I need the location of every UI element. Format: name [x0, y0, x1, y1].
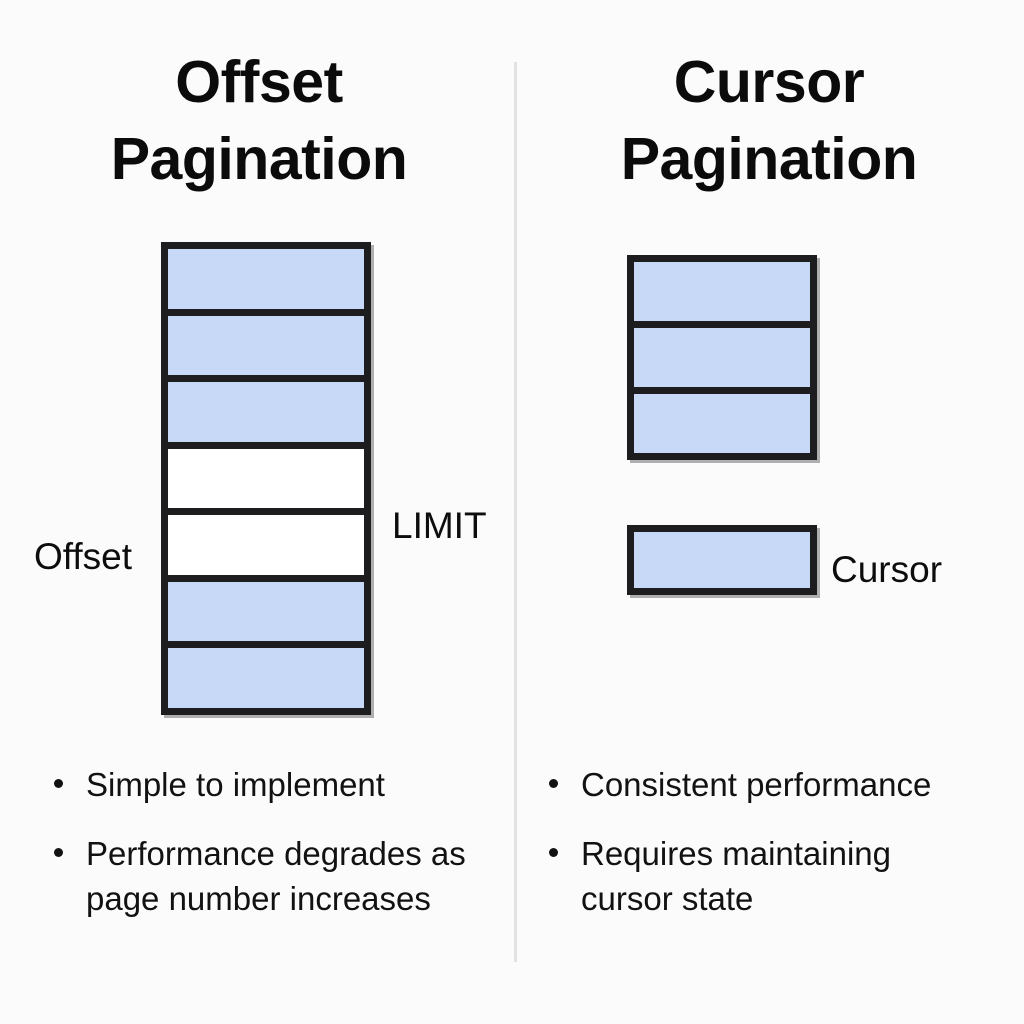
- cursor-label: Cursor: [831, 549, 943, 590]
- cursor-marker-row: [634, 532, 810, 588]
- offset-row-7: [168, 648, 364, 709]
- cursor-bullet-1-text: Consistent performance: [581, 766, 932, 803]
- offset-row-3: [168, 382, 364, 449]
- offset-row-6: [168, 581, 364, 649]
- cursor-row-3: [634, 394, 810, 453]
- offset-row-stack: [161, 242, 371, 715]
- offset-bullet-1-text: Simple to implement: [86, 766, 385, 803]
- cursor-row-2: [634, 328, 810, 394]
- offset-row-2: [168, 315, 364, 383]
- offset-bullet-list: Simple to implement Performance degrades…: [48, 762, 488, 922]
- panel-divider: [514, 62, 517, 962]
- list-item: Performance degrades as page number incr…: [48, 831, 488, 921]
- limit-label: LIMIT: [392, 505, 487, 546]
- offset-label: Offset: [34, 536, 133, 577]
- list-item: Simple to implement: [48, 762, 488, 807]
- bullet-dot-icon: [549, 848, 558, 858]
- list-item: Consistent performance: [543, 762, 983, 807]
- cursor-panel-title: Cursor Pagination: [620, 49, 918, 192]
- bullet-dot-icon: [54, 779, 63, 788]
- cursor-marker-box: [627, 525, 817, 595]
- bullet-dot-icon: [549, 779, 558, 788]
- offset-row-4: [168, 448, 364, 516]
- cursor-bullet-2-text: Requires maintaining cursor state: [581, 835, 892, 918]
- bullet-dot-icon: [54, 848, 63, 858]
- offset-row-1: [168, 249, 364, 316]
- list-item: Requires maintaining cursor state: [543, 831, 983, 921]
- cursor-bullet-list: Consistent performance Requires maintain…: [543, 762, 983, 922]
- offset-row-5: [168, 515, 364, 582]
- offset-bullet-2-text: Performance degrades as page number incr…: [86, 835, 466, 918]
- cursor-row-1: [634, 262, 810, 328]
- offset-panel-title: Offset Pagination: [110, 49, 408, 192]
- cursor-row-stack: [627, 255, 817, 460]
